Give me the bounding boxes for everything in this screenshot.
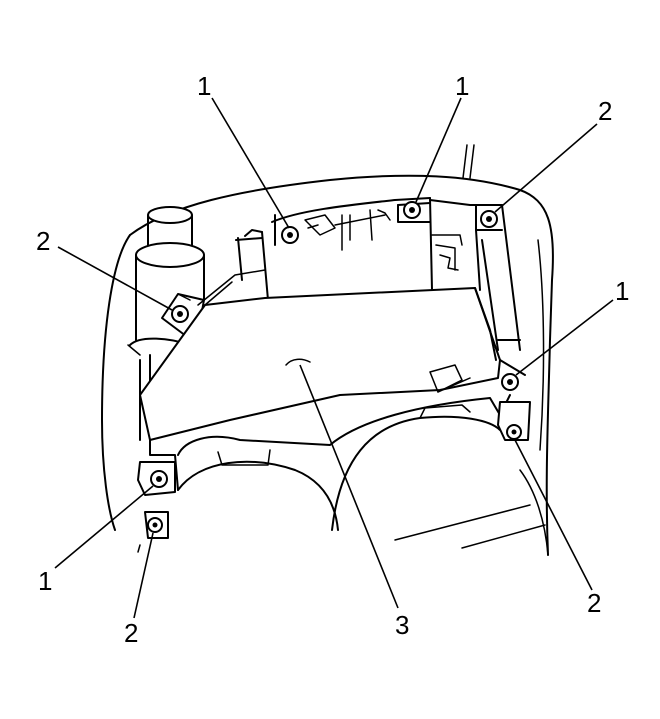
callout-3-bottom: 3 [395, 610, 409, 640]
bolt-icon [171, 305, 189, 323]
callout-2-bottom-right: 2 [587, 588, 601, 618]
trim-panel [139, 269, 501, 441]
screw-icon [501, 373, 519, 391]
right-bracket [429, 199, 526, 376]
callout-1-top-left: 1 [197, 71, 211, 101]
leader-lines [54, 97, 614, 619]
callout-labels: 1 1 2 2 1 2 1 2 3 [36, 71, 629, 648]
callout-2-left: 2 [36, 226, 50, 256]
wire-harness [462, 144, 475, 179]
lower-bezel [149, 394, 546, 549]
callout-1-right: 1 [615, 276, 629, 306]
callout-1-top-right: 1 [455, 71, 469, 101]
callout-2-bottom-left: 2 [124, 618, 138, 648]
fasteners [147, 201, 522, 533]
screw-icon [150, 470, 168, 488]
screw-icon [281, 226, 299, 244]
lower-right-bracket [497, 401, 531, 441]
cluster-housing-frame [235, 197, 463, 301]
bolt-icon [480, 210, 498, 228]
callout-1-bottom-left: 1 [38, 566, 52, 596]
bolt-icon [147, 517, 163, 533]
bolt-icon [506, 424, 522, 440]
callout-2-top-right: 2 [598, 96, 612, 126]
screw-icon [403, 201, 421, 219]
